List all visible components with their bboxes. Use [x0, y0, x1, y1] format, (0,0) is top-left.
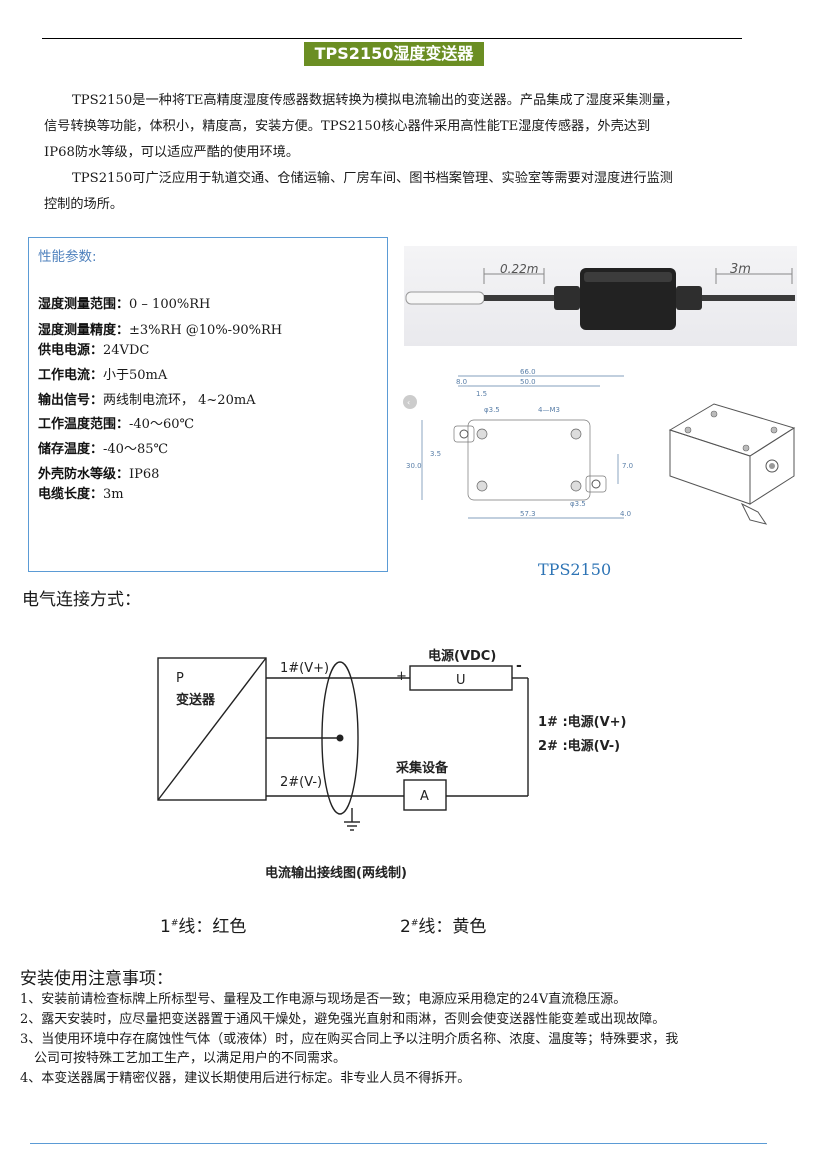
- power-label: 电源(VDC): [428, 648, 496, 664]
- dim-hole: φ3.5: [484, 406, 500, 414]
- dim-66: 66.0: [520, 368, 536, 376]
- dim-8: 8.0: [456, 378, 467, 386]
- top-rule: [42, 38, 742, 39]
- dimension-drawing: ‹ 66.0 8.0 50.0 1.5 φ3.5 4—M3 30.0 3.5 7…: [403, 368, 633, 519]
- minus-sign: -: [516, 658, 522, 674]
- spec-output: 输出信号：两线制电流环， 4~20mA: [38, 393, 256, 408]
- spec-cable: 电缆长度：3m: [38, 487, 124, 502]
- dim-30: 30.0: [406, 462, 422, 470]
- legend-1: 1# :电源(V+): [538, 714, 627, 730]
- dim-1-5: 1.5: [476, 390, 487, 398]
- dim-4: 4.0: [620, 510, 631, 518]
- note-2: 2、露天安装时，应尽量把变送器置于通风干燥处，避免强光直射和雨淋，否则会使变送器…: [20, 1012, 666, 1027]
- wiring-caption: 电流输出接线图(两线制): [265, 866, 407, 881]
- svg-text:‹: ‹: [407, 398, 410, 407]
- note-1: 1、安装前请检查标牌上所标型号、量程及工作电源与现场是否一致；电源应采用稳定的2…: [20, 992, 627, 1007]
- cable-long-label: 3m: [730, 262, 751, 277]
- dim-3-5: 3.5: [430, 450, 441, 458]
- page-title: TPS2150湿度变送器: [304, 42, 484, 66]
- wire-color-2: 2#线：黄色: [400, 917, 487, 937]
- collector-label: 采集设备: [395, 760, 449, 776]
- device-name-label: 变送器: [176, 692, 216, 708]
- intro-line-4: TPS2150可广泛应用于轨道交通、仓储运输、厂房车间、图书档案管理、实验室等需…: [72, 171, 673, 186]
- collector-box-label: A: [420, 789, 429, 804]
- notes-heading: 安装使用注意事项：: [20, 969, 173, 989]
- spec-heading: 性能参数:: [38, 249, 97, 265]
- legend-2: 2# :电源(V-): [538, 738, 620, 754]
- line1-label: 1#(V+): [280, 661, 329, 676]
- plus-sign: +: [396, 669, 407, 684]
- intro-line-1: TPS2150是一种将TE高精度湿度传感器数据转换为模拟电流输出的变送器。产品集…: [72, 93, 679, 108]
- intro-line-5: 控制的场所。: [44, 197, 124, 212]
- spec-ip: 外壳防水等级：IP68: [38, 467, 160, 482]
- spec-current: 工作电流：小于50mA: [38, 368, 168, 383]
- line2-label: 2#(V-): [280, 775, 322, 790]
- spec-accuracy: 湿度测量精度：±3%RH @10%-90%RH: [38, 323, 283, 338]
- spec-humidity-range: 湿度测量范围：0 – 100%RH: [38, 297, 211, 312]
- enclosure-sketch: [668, 403, 796, 525]
- dim-50: 50.0: [520, 378, 536, 386]
- wiring-heading: 电气连接方式：: [22, 590, 141, 610]
- bottom-rule: [30, 1143, 767, 1144]
- note-4: 4、本变送器属于精密仪器，建议长期使用后进行标定。非专业人员不得拆开。: [20, 1071, 471, 1086]
- spec-power: 供电电源：24VDC: [38, 343, 150, 358]
- wire-color-1: 1#线：红色: [160, 917, 247, 937]
- spec-op-temp: 工作温度范围：-40～60℃: [38, 417, 195, 432]
- device-p-label: P: [176, 671, 184, 686]
- model-caption: TPS2150: [538, 560, 612, 579]
- dim-screws: 4—M3: [538, 406, 560, 414]
- wiring-diagram: P 变送器 1#(V+) 2#(V-) 电源(VDC) U + - 1# :电源…: [157, 648, 627, 831]
- intro-line-2: 信号转换等功能，体积小，精度高，安装方便。TPS2150核心器件采用高性能TE湿…: [44, 119, 651, 134]
- note-3-cont: 公司可按特殊工艺加工生产，以满足用户的不同需求。: [34, 1051, 347, 1066]
- dim-hole-2: φ3.5: [570, 500, 586, 508]
- spec-storage-temp: 储存温度：-40～85℃: [38, 442, 169, 457]
- power-box-label: U: [456, 673, 466, 688]
- spec-box: [28, 237, 388, 572]
- intro-line-3: IP68防水等级，可以适应严酷的使用环境。: [44, 145, 300, 160]
- note-3: 3、当使用环境中存在腐蚀性气体（或液体）时，应在购买合同上予以注明介质名称、浓度…: [20, 1032, 679, 1047]
- dim-7: 7.0: [622, 462, 633, 470]
- product-photo: 0.22m 3m: [404, 246, 797, 346]
- dim-57-3: 57.3: [520, 510, 536, 518]
- cable-short-label: 0.22m: [500, 262, 538, 276]
